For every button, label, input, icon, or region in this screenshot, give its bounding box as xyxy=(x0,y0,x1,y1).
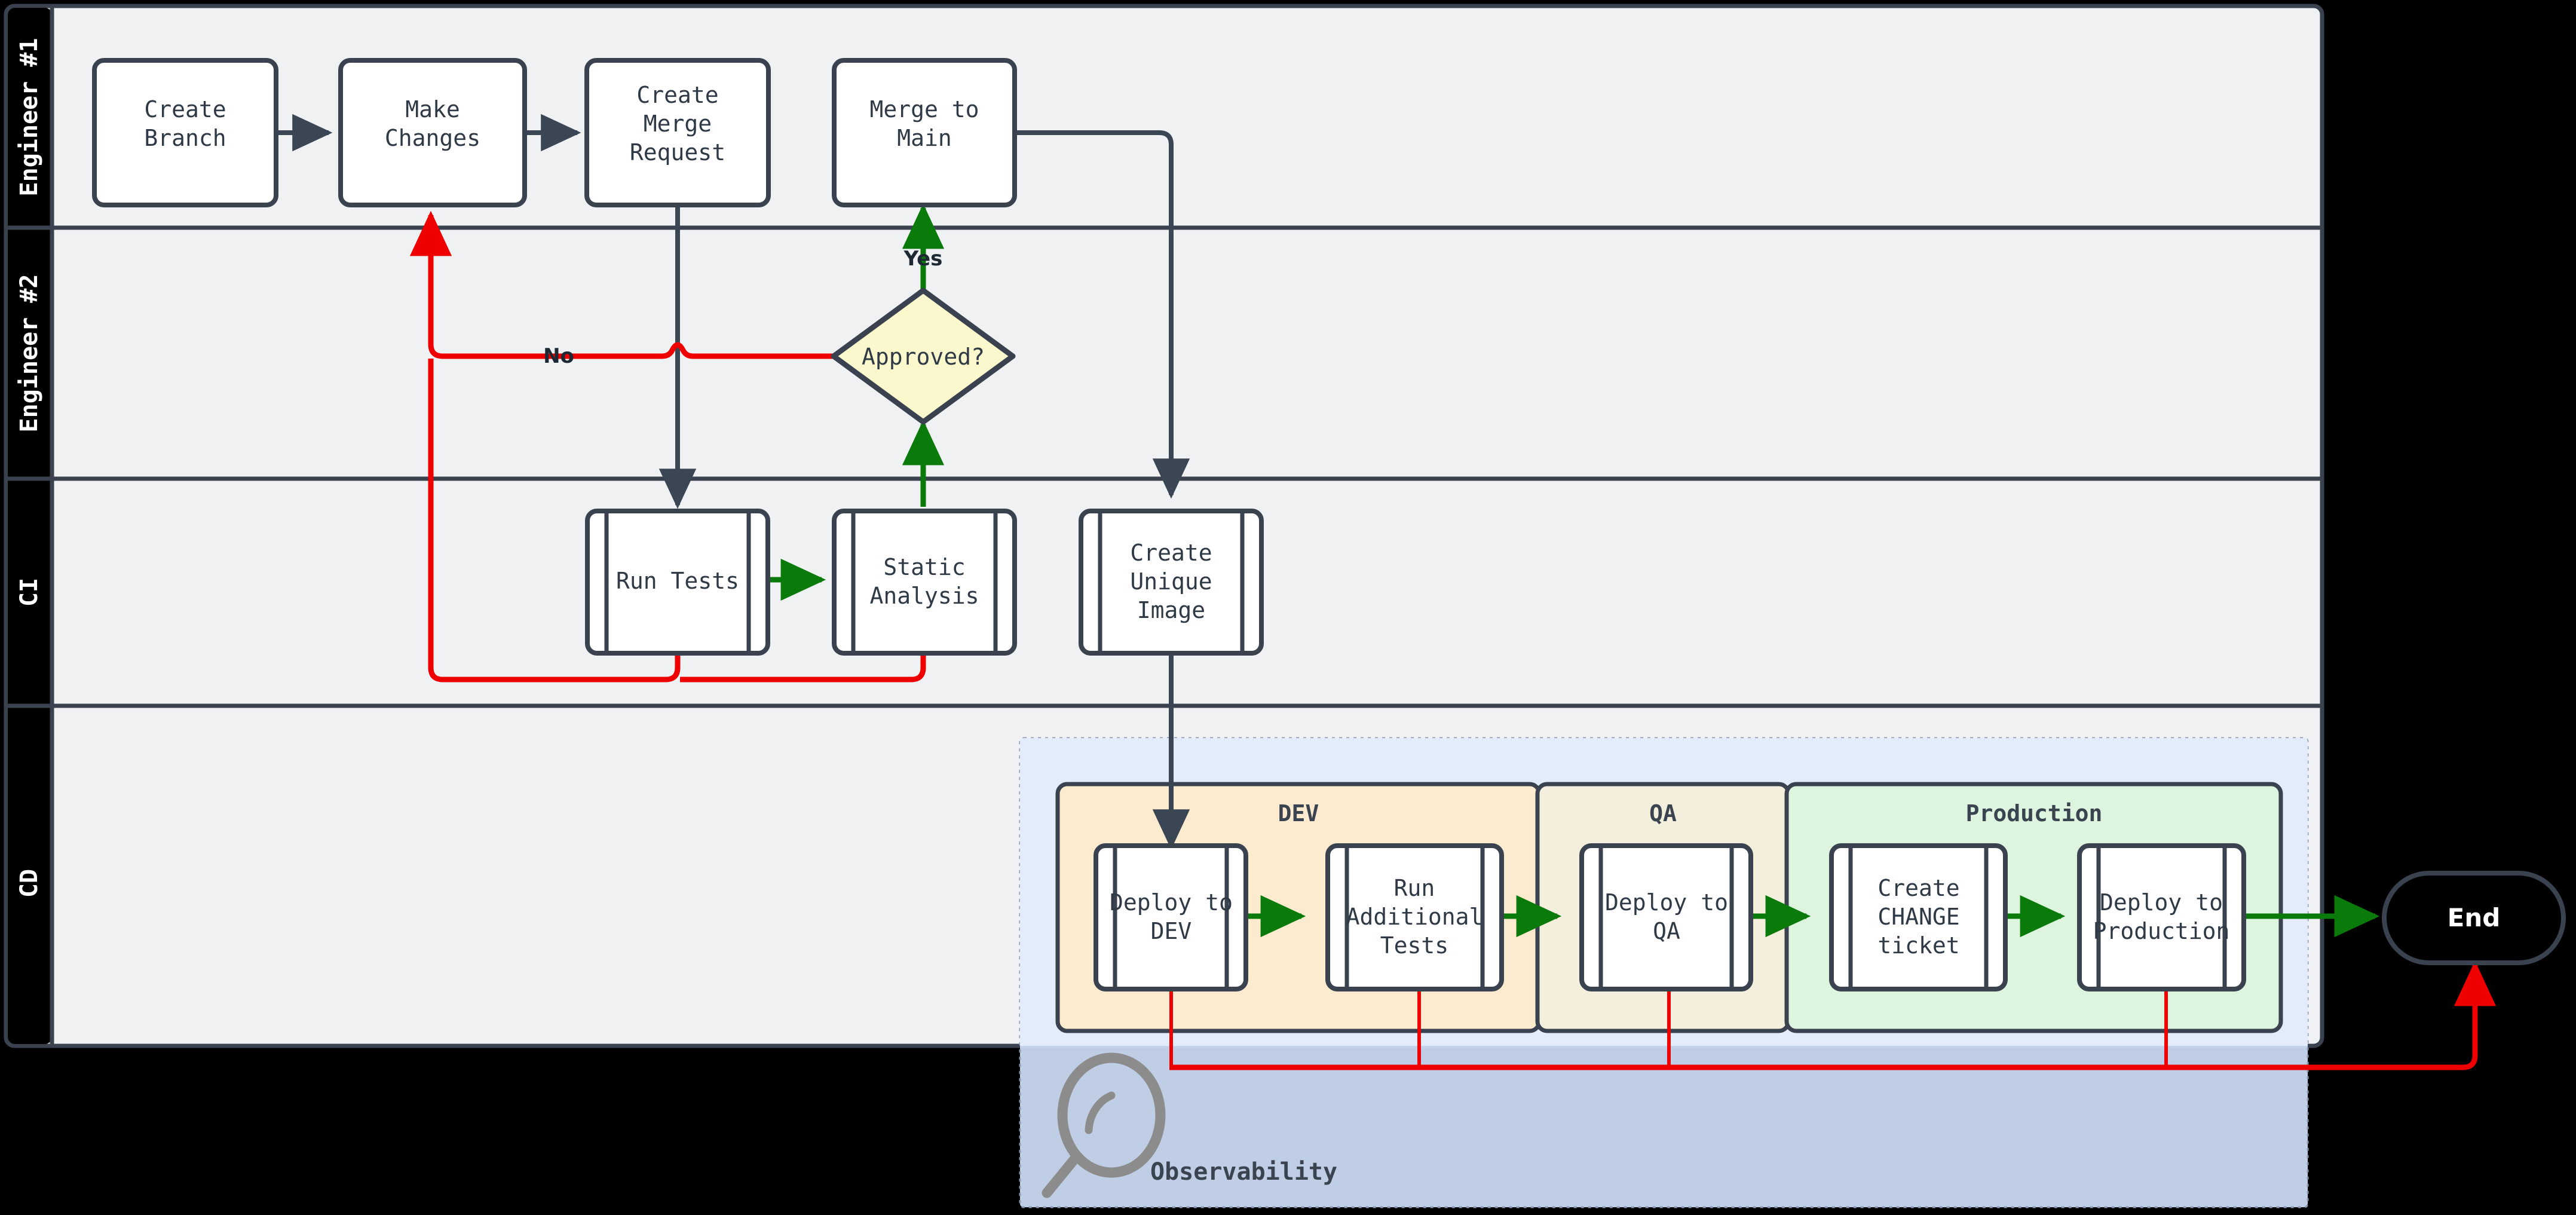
edges xyxy=(276,114,2497,1070)
node-label-end: End xyxy=(2448,903,2501,932)
node-label-static-analysis-line1: Static xyxy=(883,554,965,580)
edge-merge-to-main-to-create-unique-image xyxy=(1015,130,1190,499)
node-run-additional-tests[interactable]: Run Additional Tests xyxy=(1325,843,1504,991)
node-label-run-tests: Run Tests xyxy=(616,568,739,594)
node-create-unique-image[interactable]: Create Unique Image xyxy=(1079,509,1264,656)
node-deploy-dev[interactable]: Deploy to DEV xyxy=(1094,843,1248,991)
node-label-deploy-qa-line2: QA xyxy=(1653,918,1680,944)
node-create-merge-request[interactable]: Create Merge Request xyxy=(584,58,771,207)
node-approved-decision[interactable]: Approved? xyxy=(831,287,1016,425)
node-end[interactable]: End xyxy=(2382,871,2566,965)
lane-label-eng2: Engineer #2 xyxy=(16,274,43,433)
node-make-changes[interactable]: Make Changes xyxy=(338,58,527,207)
group-title-dev: DEV xyxy=(1278,800,1319,827)
node-deploy-production[interactable]: Deploy to Production xyxy=(2077,843,2246,991)
node-label-run-additional-line1: Run xyxy=(1394,875,1435,901)
edge-static-analysis-failure-to-make-changes xyxy=(680,653,926,683)
lane-header-eng1: Engineer #1 xyxy=(16,38,43,197)
edge-label-yes: Yes xyxy=(903,247,943,271)
node-label-make-changes-line1: Make xyxy=(405,96,460,123)
node-label-deploy-prod-line2: Production xyxy=(2093,918,2230,944)
edge-observability-bus-to-end xyxy=(1169,960,2497,1070)
node-label-create-change-line1: Create xyxy=(1877,875,1959,901)
node-label-static-analysis-line2: Analysis xyxy=(869,583,979,609)
node-deploy-qa[interactable]: Deploy to QA xyxy=(1579,843,1753,991)
lane-header-cd: CD xyxy=(16,869,43,898)
lane-label-ci: CI xyxy=(16,578,43,607)
node-label-merge-to-main-line1: Merge to xyxy=(869,96,979,123)
node-label-create-branch-line1: Create xyxy=(144,96,226,123)
node-create-change-ticket[interactable]: Create CHANGE ticket xyxy=(1829,843,2008,991)
node-label-approved: Approved? xyxy=(862,344,985,370)
edge-approved-no-to-make-changes xyxy=(409,210,832,359)
edge-run-tests-failure-to-make-changes xyxy=(428,359,681,683)
observability-label: Observability xyxy=(1150,1158,1337,1186)
node-label-create-merge-request-line2: Merge xyxy=(644,111,712,137)
node-label-create-unique-image-line3: Image xyxy=(1137,597,1205,623)
node-label-make-changes-line2: Changes xyxy=(385,125,480,151)
magnifier-icon xyxy=(1042,1052,1166,1198)
node-label-deploy-dev-line2: DEV xyxy=(1151,918,1192,944)
lane-header-ci: CI xyxy=(16,578,43,607)
node-label-create-merge-request-line3: Request xyxy=(630,139,725,166)
lane-label-cd: CD xyxy=(16,869,43,898)
node-label-create-branch-line2: Branch xyxy=(144,125,226,151)
node-label-create-change-line3: ticket xyxy=(1877,932,1959,959)
node-label-run-additional-line2: Additional xyxy=(1346,904,1483,930)
group-title-prod: Production xyxy=(1966,800,2103,827)
node-label-run-additional-line3: Tests xyxy=(1380,932,1448,959)
lane-header-eng2: Engineer #2 xyxy=(16,274,43,433)
edge-label-no: No xyxy=(543,344,574,368)
node-label-create-merge-request-line1: Create xyxy=(636,82,718,108)
node-static-analysis[interactable]: Static Analysis xyxy=(832,509,1017,656)
node-create-branch[interactable]: Create Branch xyxy=(92,58,278,207)
node-label-deploy-qa-line1: Deploy to xyxy=(1605,889,1728,916)
node-label-create-change-line2: CHANGE xyxy=(1877,904,1959,930)
node-merge-to-main[interactable]: Merge to Main xyxy=(832,58,1017,207)
node-label-merge-to-main-line2: Main xyxy=(897,125,952,151)
node-label-create-unique-image-line1: Create xyxy=(1130,540,1212,566)
group-title-qa: QA xyxy=(1649,800,1677,827)
lane-label-eng1: Engineer #1 xyxy=(16,38,43,197)
node-run-tests[interactable]: Run Tests xyxy=(585,509,770,656)
node-label-create-unique-image-line2: Unique xyxy=(1130,568,1212,595)
node-label-deploy-dev-line1: Deploy to xyxy=(1110,889,1233,916)
node-label-deploy-prod-line1: Deploy to xyxy=(2100,889,2223,916)
